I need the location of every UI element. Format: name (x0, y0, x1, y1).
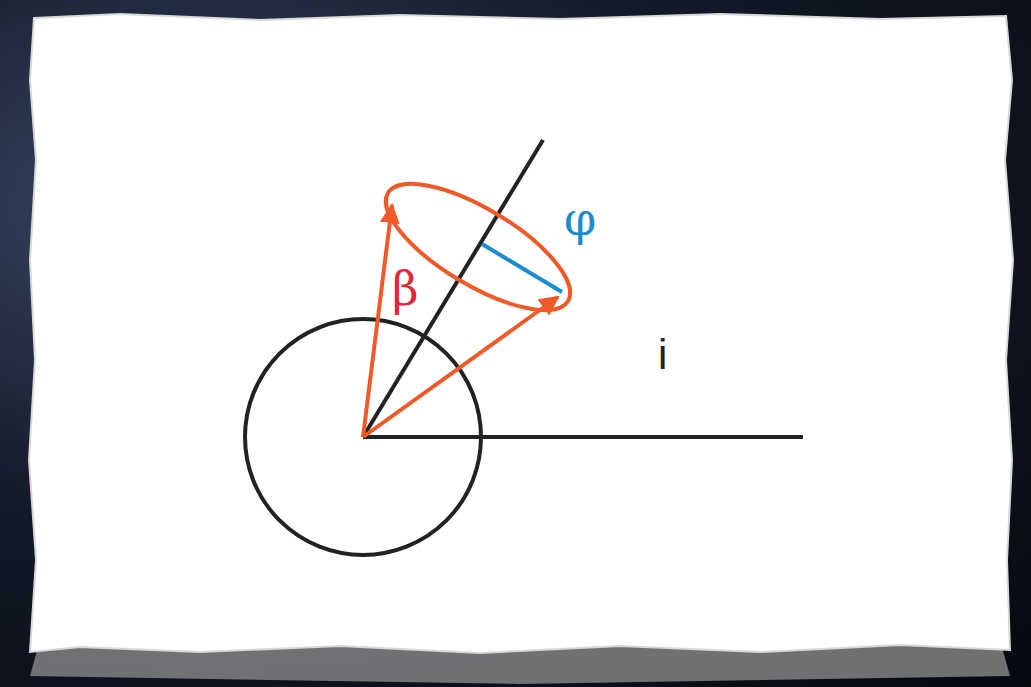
angle-label: i (658, 334, 667, 376)
angle-label: β (392, 266, 419, 312)
vector-arrow (363, 297, 558, 437)
reference-line (363, 435, 803, 439)
vector-arrow (363, 205, 392, 437)
torn-paper (29, 14, 1013, 653)
angle-label: φ (564, 196, 596, 242)
precession-cone (368, 160, 587, 333)
rotation-axis (363, 140, 543, 437)
phase-line (482, 244, 562, 292)
